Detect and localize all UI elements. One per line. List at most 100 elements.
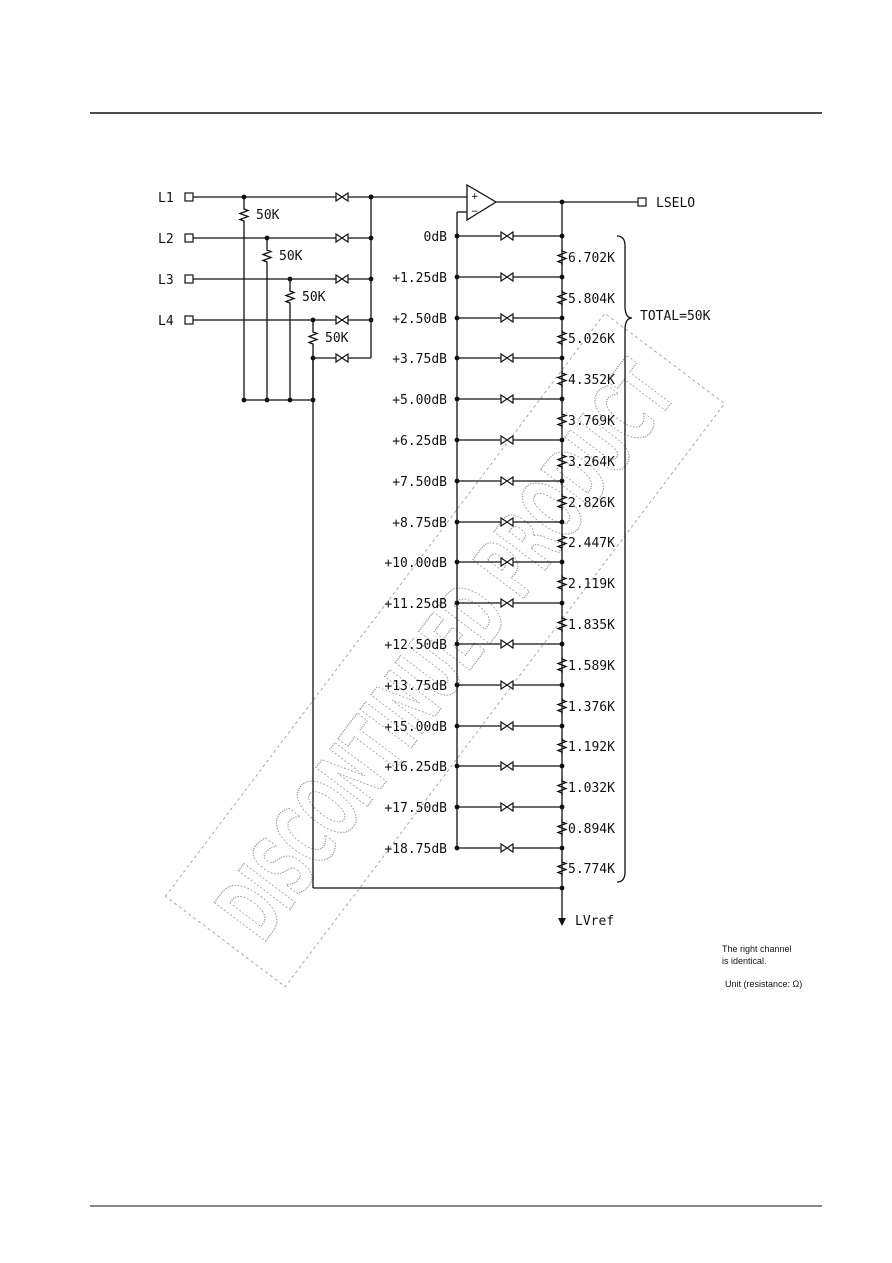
ladder-resistor (556, 453, 568, 469)
ladder-resistor-value: 1.192K (568, 740, 615, 755)
input-label-l1: L1 (158, 191, 174, 206)
ladder-resistor-value: 3.264K (568, 455, 615, 470)
junction-dot (368, 235, 374, 241)
junction-dot (559, 315, 565, 321)
tap-label: +10.00dB (384, 556, 447, 571)
tap-switch (500, 271, 514, 283)
mute-switch (335, 352, 349, 364)
tap-label: +13.75dB (384, 679, 447, 694)
ground-label: LVref (575, 914, 614, 929)
tap-switch (500, 842, 514, 854)
total-label: TOTAL=50K (640, 309, 711, 324)
input-terminal-l3 (184, 274, 194, 284)
input-terminal-l4 (184, 315, 194, 325)
junction-dot (559, 804, 565, 810)
tap-switch (500, 475, 514, 487)
tap-switch (500, 801, 514, 813)
ground-arrow (558, 918, 566, 926)
input-select-switch (335, 191, 349, 203)
junction-dot (368, 194, 374, 200)
tap-label: 0dB (424, 230, 448, 245)
ladder-resistor (556, 820, 568, 836)
tap-label: +18.75dB (384, 842, 447, 857)
watermark-border (164, 312, 726, 988)
tap-switch (500, 638, 514, 650)
output-label: LSELO (656, 196, 695, 211)
tap-switch (500, 352, 514, 364)
ladder-resistor (556, 330, 568, 346)
ladder-resistor (556, 249, 568, 265)
total-brace (616, 235, 633, 883)
ladder-resistor (556, 698, 568, 714)
right-channel-note-2: is identical. (722, 956, 767, 966)
input-resistor (284, 289, 296, 305)
tap-label: +3.75dB (392, 352, 447, 367)
ladder-resistor-value: 1.835K (568, 618, 615, 633)
input-label-l2: L2 (158, 232, 174, 247)
tap-label: +6.25dB (392, 434, 447, 449)
ladder-resistor-value: 6.702K (568, 251, 615, 266)
ladder-resistor-value: 1.032K (568, 781, 615, 796)
junction-dot (559, 355, 565, 361)
junction-dot (559, 641, 565, 647)
ladder-resistor (556, 371, 568, 387)
input-select-switch (335, 273, 349, 285)
ladder-resistor-value: 5.774K (568, 862, 615, 877)
junction-dot (559, 478, 565, 484)
tap-label: +1.25dB (392, 271, 447, 286)
input-resistor-value: 50K (279, 249, 303, 264)
tap-switch (500, 516, 514, 528)
tap-label: +7.50dB (392, 475, 447, 490)
tap-switch (500, 393, 514, 405)
junction-dot (559, 723, 565, 729)
tap-label: +8.75dB (392, 516, 447, 531)
plus-sign: + (471, 192, 479, 202)
tap-switch (500, 720, 514, 732)
junction-dot (559, 233, 565, 239)
input-resistor (238, 207, 250, 223)
output-terminal (637, 197, 647, 207)
junction-dot (559, 763, 565, 769)
junction-dot (559, 845, 565, 851)
tap-switch (500, 230, 514, 242)
tap-label: +15.00dB (384, 720, 447, 735)
input-label-l4: L4 (158, 314, 174, 329)
junction-dot (559, 396, 565, 402)
input-resistor-value: 50K (256, 208, 280, 223)
ladder-resistor (556, 575, 568, 591)
input-resistor (261, 248, 273, 264)
junction-dot (368, 276, 374, 282)
input-select-switch (335, 232, 349, 244)
junction-dot (559, 437, 565, 443)
ladder-resistor-value: 0.894K (568, 822, 615, 837)
input-terminal-l1 (184, 192, 194, 202)
ladder-resistor (556, 779, 568, 795)
minus-sign: − (471, 207, 479, 217)
ladder-resistor (556, 412, 568, 428)
ladder-resistor-value: 1.376K (568, 700, 615, 715)
ladder-resistor (556, 290, 568, 306)
junction-dot (368, 317, 374, 323)
ladder-resistor-value: 5.026K (568, 332, 615, 347)
tap-switch (500, 312, 514, 324)
ladder-resistor-value: 3.769K (568, 414, 615, 429)
ladder-resistor-value: 1.589K (568, 659, 615, 674)
tap-label: +5.00dB (392, 393, 447, 408)
junction-dot (559, 559, 565, 565)
tap-switch (500, 597, 514, 609)
unit-note: Unit (resistance: Ω) (725, 979, 802, 989)
tap-label: +11.25dB (384, 597, 447, 612)
input-terminal-l2 (184, 233, 194, 243)
ladder-resistor (556, 616, 568, 632)
right-channel-note: The right channel (722, 944, 792, 954)
input-label-l3: L3 (158, 273, 174, 288)
tap-label: +2.50dB (392, 312, 447, 327)
ladder-resistor (556, 534, 568, 550)
input-select-switch (335, 314, 349, 326)
tap-label: +12.50dB (384, 638, 447, 653)
input-resistor-value: 50K (302, 290, 326, 305)
tap-switch (500, 556, 514, 568)
ladder-resistor-value: 2.447K (568, 536, 615, 551)
